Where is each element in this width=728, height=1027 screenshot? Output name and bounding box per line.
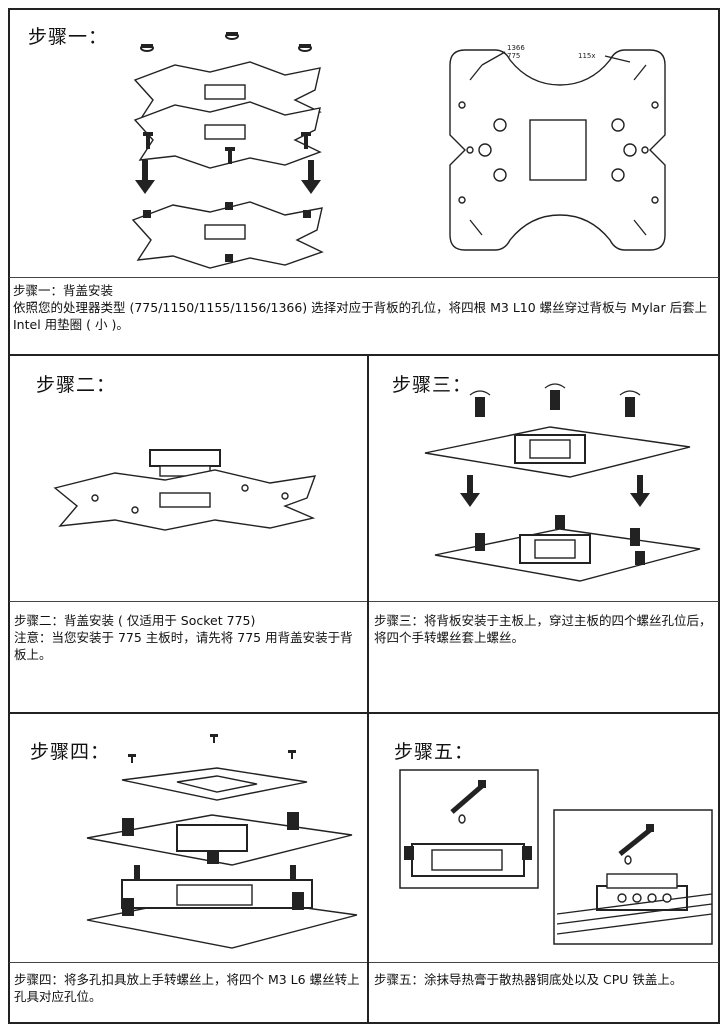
step1-backplate-diagram: 1366 775 115x (449, 44, 666, 251)
step2-title: 步骤二： (36, 374, 117, 396)
step5-illustration (399, 769, 713, 945)
divider (367, 355, 369, 1023)
instruction-sheet (8, 8, 720, 1024)
label-1366: 1366 (507, 44, 525, 52)
step4-illustration (86, 734, 358, 949)
step3-title: 步骤三： (392, 374, 473, 396)
divider (9, 962, 719, 963)
step3-caption: 步骤三：将背板安装于主板上，穿过主板的四个螺丝孔位后，将四个手转螺丝套上螺丝。 (374, 613, 712, 645)
divider (9, 277, 719, 278)
step5-caption: 步骤五：涂抹导热膏于散热器铜底处以及 CPU 铁盖上。 (374, 972, 683, 987)
step5-title: 步骤五： (394, 741, 475, 763)
divider (9, 712, 719, 714)
divider (9, 601, 719, 602)
step4-title: 步骤四： (30, 741, 111, 763)
step2-illustration (53, 449, 317, 531)
step2-caption-line2: 注意：当您安装于 775 主板时，请先将 775 用背盖安装于背板上。 (14, 630, 353, 662)
step1-caption-body: 依照您的处理器类型 (775/1150/1155/1156/1366) 选择对应… (13, 300, 708, 332)
step1-caption-heading: 步骤一：背盖安装 (13, 283, 114, 298)
step3-illustration (424, 383, 701, 582)
step1-exploded-illustration (131, 32, 324, 269)
step2-caption-line1: 步骤二：背盖安装 ( 仅适用于 Socket 775) (14, 613, 256, 628)
step4-caption: 步骤四：将多孔扣具放上手转螺丝上，将四个 M3 L6 螺丝转上孔具对应孔位。 (14, 972, 360, 1004)
label-115x: 115x (578, 52, 596, 60)
label-775: 775 (507, 52, 520, 60)
divider (9, 354, 719, 356)
step1-title: 步骤一： (28, 26, 109, 48)
